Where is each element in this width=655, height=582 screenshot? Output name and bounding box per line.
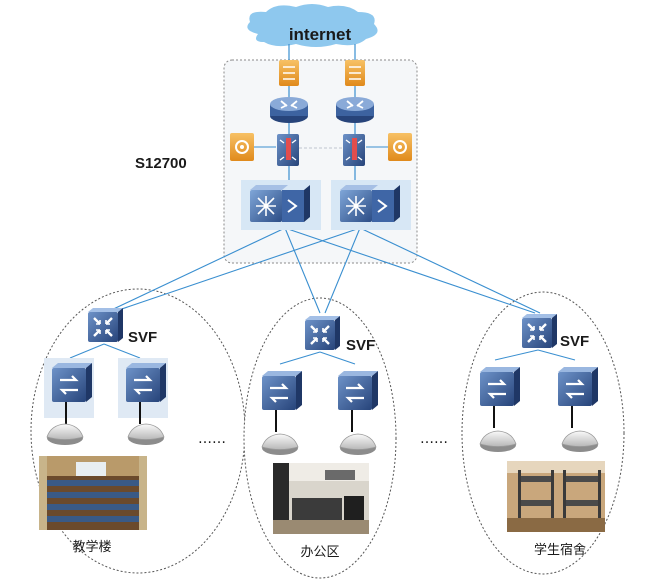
svf-switch-icon — [520, 312, 559, 350]
ellipsis-dots: …… — [198, 431, 226, 447]
cloud-icon — [247, 4, 378, 47]
firewall-icon — [279, 60, 299, 86]
svf-switch-icon — [303, 314, 342, 352]
router-icon — [336, 97, 374, 123]
security-module-icon — [388, 133, 412, 161]
core-switch-blade — [277, 134, 299, 166]
core-switch-blade — [343, 134, 365, 166]
ellipsis-dots: …… — [420, 431, 448, 447]
photo-classroom — [39, 456, 147, 530]
photo-office — [273, 463, 369, 534]
zone-office: SVF 办公区 — [260, 314, 380, 560]
photo-dormitory — [507, 461, 605, 532]
access-switch-icon — [50, 361, 94, 404]
core-label: S12700 — [135, 155, 187, 172]
access-switch-icon — [556, 365, 600, 408]
firewall-icon — [345, 60, 365, 86]
access-switch-icon — [260, 369, 304, 412]
security-module-icon — [230, 133, 254, 161]
svf-label: SVF — [346, 337, 375, 354]
core-switch-icon — [241, 180, 321, 230]
access-switch-icon — [124, 361, 168, 404]
svf-label: SVF — [560, 333, 589, 350]
zone-label-teaching: 教学楼 — [72, 539, 111, 555]
zone-teaching: SVF 教学楼 — [39, 306, 168, 555]
access-switch-icon — [478, 365, 522, 408]
core-panel — [223, 59, 418, 264]
svf-switch-icon — [86, 306, 125, 344]
access-switch-icon — [336, 369, 380, 412]
core-switch-icon — [331, 180, 411, 230]
router-icon — [270, 97, 308, 123]
zone-label-dormitory: 学生宿舍 — [534, 542, 586, 558]
zone-label-office: 办公区 — [300, 545, 339, 560]
zone-dormitory: SVF 学生宿舍 — [478, 312, 605, 558]
svf-label: SVF — [128, 329, 157, 346]
uplink-lines — [104, 227, 541, 314]
internet-label: internet — [289, 25, 352, 44]
